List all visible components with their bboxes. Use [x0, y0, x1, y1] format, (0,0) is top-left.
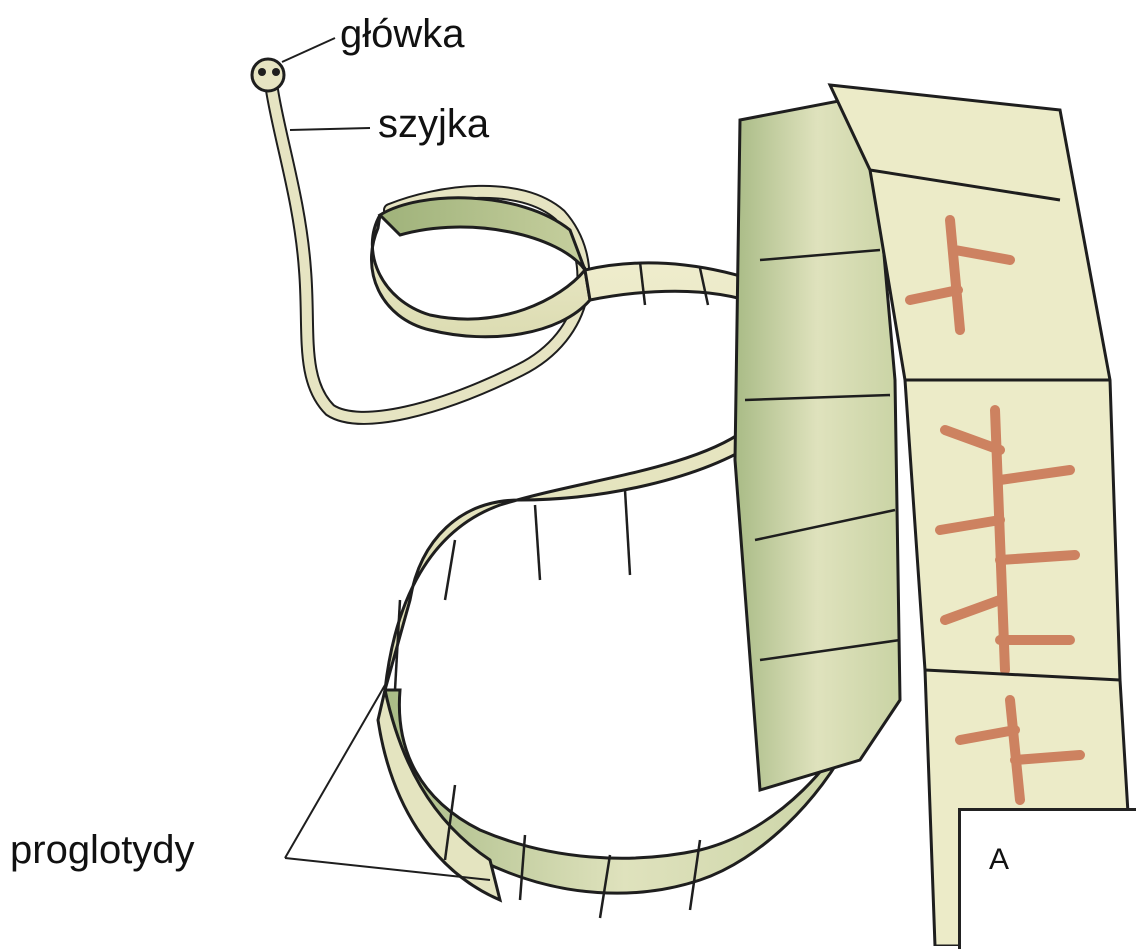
proglottids-leader-line-1: [285, 685, 385, 858]
neck-label: szyjka: [378, 104, 489, 144]
neck-leader-line: [290, 128, 370, 130]
inset-panel: A: [958, 808, 1136, 949]
head-leader-line: [282, 38, 335, 62]
head-label: główka: [340, 14, 465, 54]
inset-letter: A: [989, 843, 1009, 877]
scolex: [252, 59, 284, 91]
proglottids-label: proglotydy: [10, 830, 195, 870]
